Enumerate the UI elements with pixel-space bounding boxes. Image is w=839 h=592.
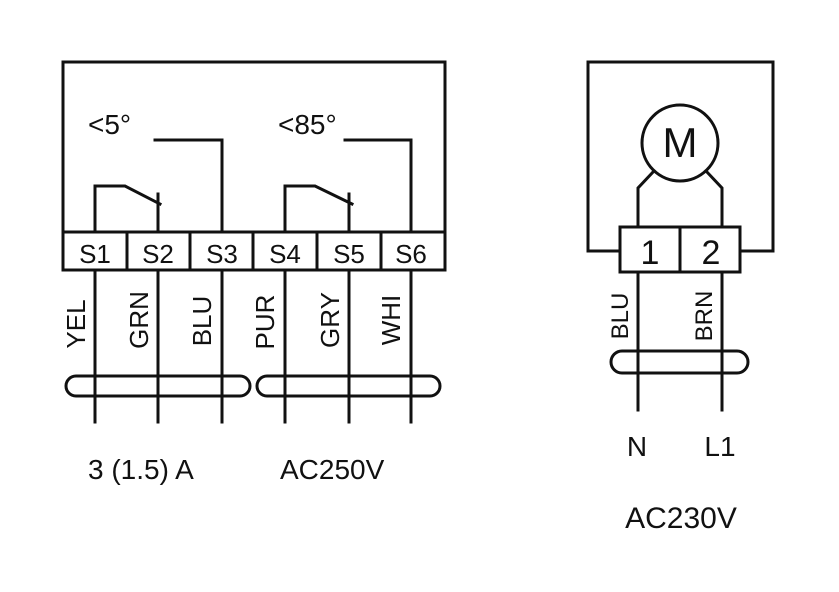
motor-wire-color-label-blu: BLU [607, 293, 634, 340]
switch-housing [61, 60, 447, 234]
supply-voltage-label: AC230V [625, 502, 737, 535]
wire-color-label-yel: YEL [61, 299, 91, 348]
switch-1-angle-label: <5° [88, 109, 131, 140]
terminal-label-s3: S3 [206, 239, 238, 269]
motor-terminal-label-2: 2 [702, 234, 721, 272]
terminal-label-s5: S5 [333, 239, 365, 269]
wire-color-label-gry: GRY [315, 292, 345, 348]
wire-color-label-pur: PUR [250, 295, 280, 350]
wire-color-label-grn: GRN [124, 291, 154, 349]
wire-color-label-whi: WHI [376, 295, 406, 346]
motor-housing [586, 60, 775, 253]
motor-wire-color-label-brn: BRN [691, 291, 718, 342]
motor-symbol-label: M [663, 119, 698, 166]
switch-contact-2 [283, 138, 413, 234]
motor-terminal-label-1: 1 [641, 234, 660, 272]
wire-color-label-blu: BLU [187, 296, 217, 347]
terminal-label-s2: S2 [142, 239, 174, 269]
supply-line-label-n: N [627, 431, 647, 462]
terminal-label-s6: S6 [395, 239, 427, 269]
motor-circle [640, 103, 720, 183]
cable-sleeve-1 [64, 374, 252, 398]
switch-2-angle-label: <85° [278, 109, 337, 140]
rating-current-label: 3 (1.5) A [88, 454, 194, 485]
cable-sleeve-2 [255, 374, 442, 398]
motor-cable-sleeve [609, 349, 750, 375]
supply-line-label-l1: L1 [704, 431, 735, 462]
terminal-label-s4: S4 [269, 239, 301, 269]
terminal-label-s1: S1 [79, 239, 111, 269]
switch-contact-1 [93, 138, 224, 234]
rating-voltage-label: AC250V [280, 454, 385, 485]
